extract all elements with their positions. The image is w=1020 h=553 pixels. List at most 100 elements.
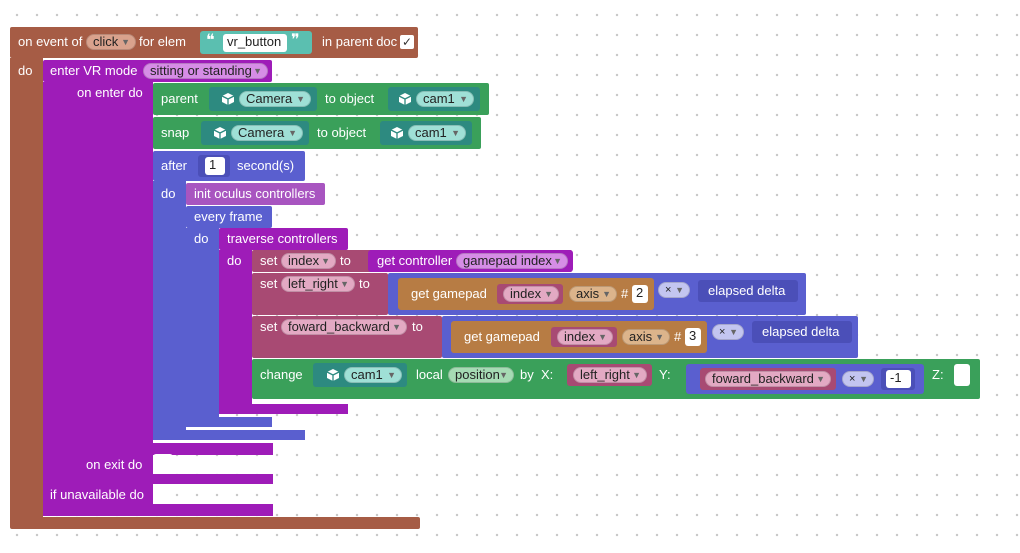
- fb-operator-value: ×: [719, 326, 726, 338]
- snap-child-dropdown[interactable]: Camera▼: [231, 125, 303, 141]
- lr-elapsed-delta-label: elapsed delta: [708, 283, 786, 298]
- chevron-down-icon: ▼: [655, 332, 664, 342]
- parent-child-dropdown[interactable]: Camera▼: [239, 91, 311, 107]
- chevron-down-icon: ▼: [859, 374, 868, 384]
- set-lr-set-label: set: [260, 276, 278, 291]
- in-parent-doc-label: in parent doc: [322, 34, 398, 49]
- chevron-down-icon: ▼: [121, 37, 130, 47]
- change-by-label: by: [520, 367, 534, 382]
- chevron-down-icon: ▼: [392, 322, 401, 332]
- chevron-down-icon: ▼: [602, 289, 611, 299]
- cube-icon: [213, 126, 227, 140]
- parent-target-value: cam1: [423, 91, 455, 106]
- chevron-down-icon: ▼: [321, 256, 330, 266]
- enter-vr-exit-footer: [43, 474, 273, 484]
- parent-target-dropdown[interactable]: cam1 ▼: [416, 91, 474, 107]
- controller-field-dropdown[interactable]: gamepad index▼: [456, 253, 568, 269]
- change-y-operator-value: ×: [849, 373, 856, 385]
- enter-vr-spine: [43, 82, 153, 515]
- chevron-down-icon: ▼: [675, 285, 684, 295]
- every-frame-footer: [186, 417, 272, 427]
- fb-get-gamepad-label: get gamepad: [464, 329, 540, 344]
- if-unavailable-do-label: if unavailable do: [50, 487, 144, 502]
- lr-axis-value: axis: [576, 286, 600, 301]
- event-block-footer: [10, 517, 420, 529]
- chevron-down-icon: ▼: [499, 370, 508, 380]
- in-parent-doc-checkbox[interactable]: ✓: [400, 35, 414, 49]
- fb-axis-number-field[interactable]: 3: [685, 328, 701, 346]
- snap-label: snap: [161, 125, 190, 140]
- on-enter-do-label: on enter do: [77, 85, 143, 100]
- fb-elapsed-delta-block[interactable]: [752, 321, 852, 343]
- lr-axis-dropdown[interactable]: axis▼: [569, 286, 617, 302]
- change-y-operator-dropdown[interactable]: ×▼: [842, 371, 874, 387]
- fb-axis-dropdown[interactable]: axis▼: [622, 329, 670, 345]
- parent-label: parent: [161, 91, 198, 106]
- chevron-down-icon: ▼: [459, 94, 468, 104]
- change-object-dropdown[interactable]: cam1 ▼: [344, 367, 402, 383]
- chevron-down-icon: ▼: [387, 370, 396, 380]
- every-frame-header[interactable]: [186, 206, 272, 228]
- enter-vr-enter-footer: [43, 443, 273, 455]
- change-y-mult-field[interactable]: -1: [886, 370, 911, 388]
- change-local-label: local: [416, 367, 443, 382]
- after-block-footer: [153, 430, 305, 440]
- if-unavailable-do-slot[interactable]: [153, 484, 173, 504]
- set-fb-var-value: foward_backward: [288, 319, 390, 334]
- on-exit-do-slot[interactable]: [153, 454, 173, 474]
- change-z-label: Z:: [932, 367, 944, 382]
- event-type-dropdown[interactable]: click▼: [86, 34, 136, 50]
- change-x-var-dropdown[interactable]: left_right▼: [573, 367, 647, 383]
- chevron-down-icon: ▼: [340, 279, 349, 289]
- change-property-dropdown[interactable]: position▼: [448, 367, 514, 383]
- lr-operator-dropdown[interactable]: ×▼: [658, 282, 690, 298]
- chevron-down-icon: ▼: [296, 94, 305, 104]
- quote-close-icon: ❞: [291, 32, 300, 49]
- change-y-var-dropdown[interactable]: foward_backward▼: [705, 371, 831, 387]
- fb-operator-dropdown[interactable]: ×▼: [712, 324, 744, 340]
- parent-to-object-label: to object: [325, 91, 375, 106]
- lr-elapsed-delta-block[interactable]: [698, 280, 798, 302]
- cube-icon: [398, 92, 412, 106]
- change-y-label: Y:: [659, 367, 671, 382]
- lr-index-var-dropdown[interactable]: index▼: [503, 286, 559, 302]
- change-object-value: cam1: [351, 367, 383, 382]
- lr-hash-label: #: [621, 286, 629, 301]
- set-index-var-dropdown[interactable]: index▼: [281, 253, 336, 269]
- set-fb-set-label: set: [260, 319, 278, 334]
- event-block-spine: [10, 58, 43, 520]
- after-block-spine: [153, 181, 186, 431]
- every-frame-spine: [186, 228, 219, 420]
- fb-index-var-dropdown[interactable]: index▼: [557, 329, 613, 345]
- on-exit-do-label: on exit do: [86, 457, 143, 472]
- snap-to-object-label: to object: [317, 125, 367, 140]
- after-seconds-field[interactable]: 1: [205, 157, 225, 175]
- parent-child-value: Camera: [246, 91, 293, 106]
- fb-elapsed-delta-label: elapsed delta: [762, 324, 840, 339]
- elem-string-value: vr_button: [227, 34, 282, 49]
- every-frame-do-label: do: [194, 231, 209, 246]
- change-z-empty-slot[interactable]: [954, 364, 970, 386]
- snap-target-dropdown[interactable]: cam1▼: [408, 125, 466, 141]
- init-oculus-block[interactable]: [186, 183, 325, 205]
- change-y-var-value: foward_backward: [712, 371, 814, 386]
- set-lr-var-dropdown[interactable]: left_right▼: [281, 276, 355, 292]
- enter-vr-mode-label: enter VR mode: [50, 63, 138, 78]
- every-frame-label: every frame: [194, 209, 263, 224]
- lr-axis-number-field[interactable]: 2: [632, 285, 648, 303]
- set-fb-var-dropdown[interactable]: foward_backward▼: [281, 319, 407, 335]
- lr-index-var-value: index: [510, 286, 542, 301]
- get-controller-label: get controller: [377, 253, 453, 268]
- set-lr-var-value: left_right: [288, 276, 338, 291]
- traverse-do-label: do: [227, 253, 242, 268]
- event-type-value: click: [93, 34, 119, 49]
- chevron-down-icon: ▼: [816, 374, 825, 384]
- traverse-header[interactable]: [219, 228, 348, 250]
- snap-target-value: cam1: [415, 125, 447, 140]
- event-do-label: do: [18, 63, 33, 78]
- change-x-var-value: left_right: [580, 367, 630, 382]
- elem-string-field[interactable]: vr_button: [223, 34, 287, 52]
- vr-mode-dropdown[interactable]: sitting or standing▼: [143, 63, 268, 79]
- vr-mode-value: sitting or standing: [150, 63, 252, 78]
- set-lr-to-label: to: [359, 276, 370, 291]
